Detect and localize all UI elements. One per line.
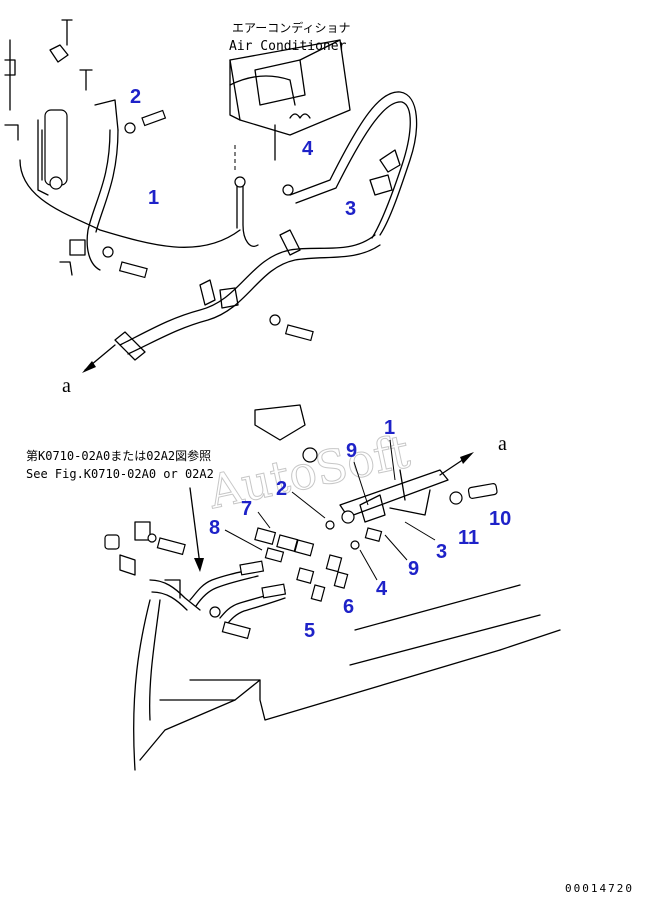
hose-1-top-outer <box>95 129 119 233</box>
top-assembly: a エアーコンディショナ Air Conditioner 2 1 4 3 <box>4 19 418 397</box>
callout-bottom-7: 7 <box>241 498 252 520</box>
floor-frame <box>139 584 561 761</box>
callout-bottom-8: 8 <box>209 517 220 539</box>
callout-bottom-3: 3 <box>436 541 447 563</box>
callout-bottom-10: 10 <box>489 508 511 530</box>
callout-top-3: 3 <box>345 198 356 220</box>
callout-top-1: 1 <box>148 187 159 209</box>
callout-bottom-5: 5 <box>304 620 315 642</box>
callout-bottom-11: 11 <box>458 527 479 549</box>
callout-bottom-1: 1 <box>384 417 395 439</box>
title-english: Air Conditioner <box>229 39 347 54</box>
arrow-label-a-bottom: a <box>498 433 507 455</box>
callout-top-2: 2 <box>130 86 141 108</box>
harness-top <box>119 234 376 346</box>
hose-3-top <box>289 91 418 236</box>
reference-japanese: 第K0710-02A0または02A2図参照 <box>26 448 211 463</box>
callout-bottom-4: 4 <box>376 578 388 600</box>
pipe-assembly-1 <box>339 469 449 524</box>
part-number: 00014720 <box>565 882 634 895</box>
reference-english: See Fig.K0710-02A0 or 02A2 <box>26 467 214 481</box>
air-conditioner-unit <box>229 39 351 170</box>
hose-1-top <box>86 129 111 271</box>
callout-bottom-9a: 9 <box>346 440 357 462</box>
callout-bottom-9b: 9 <box>408 558 419 580</box>
title-japanese: エアーコンディショナ <box>232 20 350 35</box>
hose-2-top <box>242 184 259 247</box>
arrow-a-top: a <box>62 344 116 397</box>
bolt-group-top <box>59 109 314 342</box>
receiver-drier <box>4 19 93 196</box>
fittings-cluster <box>254 483 498 602</box>
arrow-a-bottom: a <box>439 433 507 476</box>
bottom-assembly: 第K0710-02A0または02A2図参照 See Fig.K0710-02A0… <box>26 404 561 771</box>
left-bracket-bottom <box>104 521 251 771</box>
callout-bottom-2: 2 <box>276 478 287 500</box>
callout-top-4: 4 <box>302 138 314 160</box>
arrow-label-a-top: a <box>62 375 71 397</box>
callout-bottom-6: 6 <box>343 596 354 618</box>
